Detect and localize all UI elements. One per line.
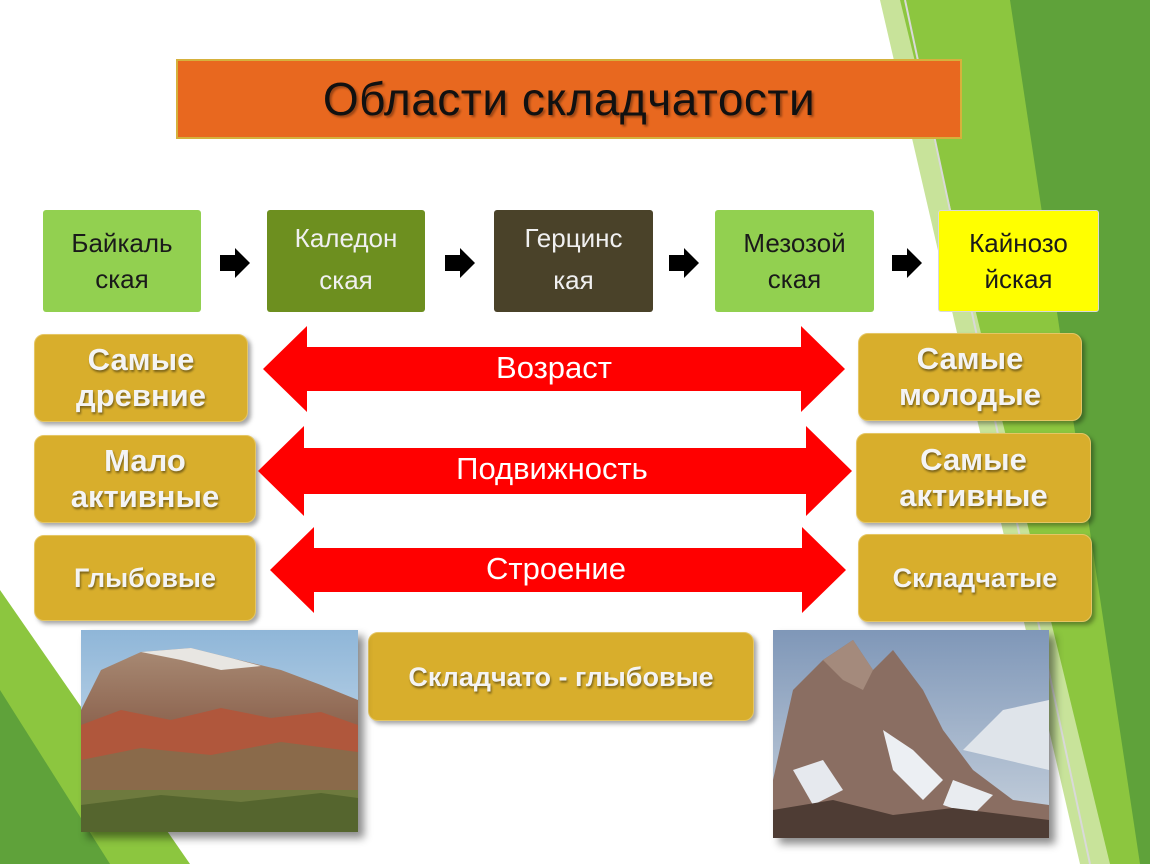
era-label-line2: кая bbox=[553, 265, 594, 295]
double-arrow-structure bbox=[270, 527, 846, 613]
box-text-line2: активные bbox=[70, 479, 220, 514]
era-label-line2: ская bbox=[767, 264, 822, 294]
era-label-line1: Каледон bbox=[294, 223, 398, 253]
era-box-hercynian: Герцинс кая bbox=[494, 210, 653, 312]
block-mountain-photo bbox=[81, 630, 358, 832]
right-arrow-icon bbox=[445, 248, 475, 278]
box-text-line1: Самые bbox=[87, 342, 195, 377]
box-text-line2: молодые bbox=[899, 377, 1041, 412]
era-label-line1: Мезозой bbox=[743, 228, 846, 258]
middle-box-fold-block: Складчато - глыбовые bbox=[368, 632, 754, 721]
box-text-line1: Складчатые bbox=[892, 563, 1058, 593]
page-title: Области складчатости bbox=[322, 73, 816, 125]
era-label-line1: Байкаль bbox=[71, 228, 173, 258]
right-arrow-icon bbox=[892, 248, 922, 278]
era-box-baikal: Байкаль ская bbox=[43, 210, 201, 312]
box-text-line2: активные bbox=[899, 478, 1048, 513]
folded-mountain-photo bbox=[773, 630, 1049, 838]
right-arrow-icon bbox=[220, 248, 250, 278]
era-box-caledonian: Каледон ская bbox=[267, 210, 425, 312]
era-label-line1: Герцинс bbox=[524, 223, 623, 253]
arrow-label-age: Возраст bbox=[496, 350, 612, 385]
box-text-line1: Глыбовые bbox=[73, 563, 216, 593]
box-text-line2: древние bbox=[76, 378, 206, 413]
left-box-block: Глыбовые bbox=[34, 535, 256, 621]
box-text-line1: Самые bbox=[920, 442, 1027, 477]
box-text: Складчато - глыбовые bbox=[408, 661, 714, 692]
diagonal-line bbox=[904, 0, 1091, 864]
era-box-mesozoic: Мезозой ская bbox=[715, 210, 874, 312]
right-arrow-icon bbox=[669, 248, 699, 278]
box-text-line1: Самые bbox=[916, 341, 1024, 376]
era-label-line2: йская bbox=[984, 264, 1053, 294]
double-arrow-age bbox=[263, 326, 845, 412]
era-label-line2: ская bbox=[319, 265, 373, 295]
era-label-line1: Кайнозо bbox=[969, 228, 1068, 258]
title-banner: Области складчатости bbox=[176, 59, 962, 139]
arrow-label-structure: Строение bbox=[486, 551, 626, 586]
box-text-line1: Мало bbox=[104, 443, 186, 478]
era-box-cenozoic: Кайнозо йская bbox=[938, 210, 1099, 312]
arrow-label-mobility: Подвижность bbox=[456, 451, 648, 486]
era-label-line2: ская bbox=[95, 264, 149, 294]
right-box-folded: Складчатые bbox=[858, 534, 1092, 622]
double-arrow-mobility bbox=[258, 426, 852, 516]
